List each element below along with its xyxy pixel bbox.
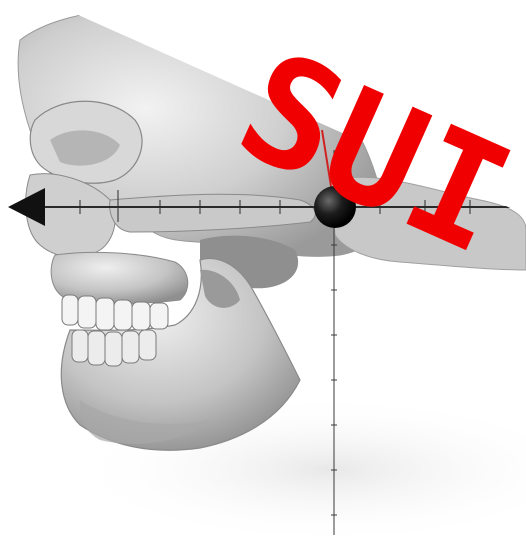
skull-illustration: SUI xyxy=(0,0,526,541)
skull-artwork: SUI xyxy=(0,0,526,541)
